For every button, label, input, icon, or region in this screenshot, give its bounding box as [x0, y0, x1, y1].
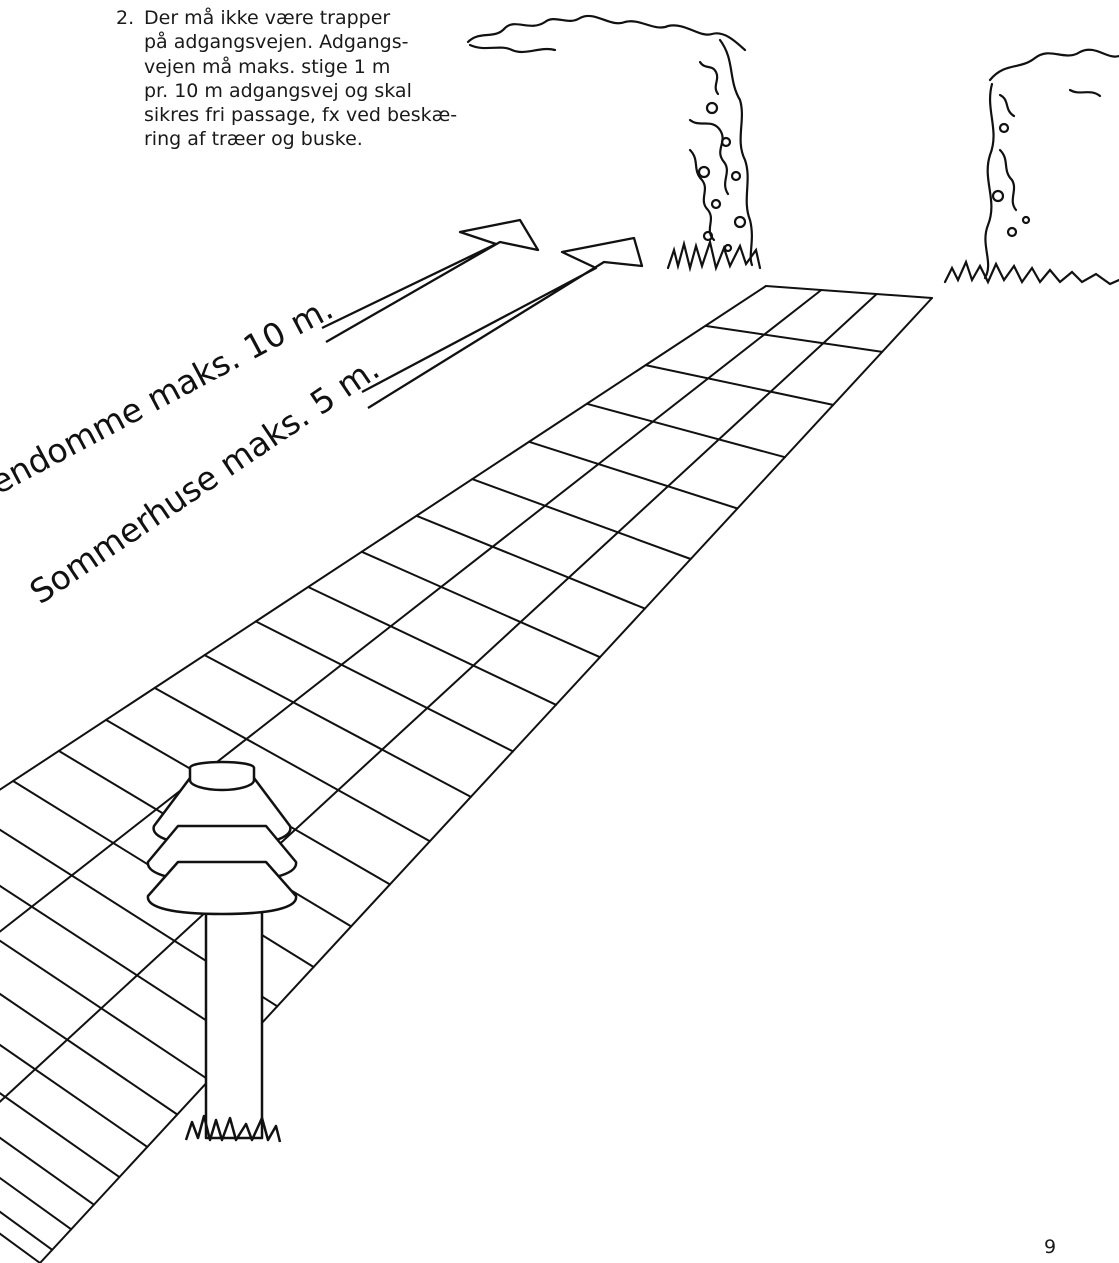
paving-joint-transverse: [646, 365, 834, 405]
paving-joint-transverse: [308, 587, 556, 705]
page-number: 9: [1044, 1236, 1056, 1258]
arrow-5m: [362, 238, 642, 408]
paving-joint-transverse: [472, 479, 691, 559]
paving-edge: [40, 298, 932, 1263]
paving-joint-transverse: [0, 1000, 40, 1263]
paved-path-grid: [0, 286, 932, 1263]
paving-joint-transverse: [0, 890, 177, 1114]
paving-joint-transverse: [0, 975, 71, 1229]
paving-joint-transverse: [766, 286, 932, 298]
label-property-max-10m: endomme maks. 10 m.: [0, 288, 339, 502]
paving-joint-transverse: [0, 914, 147, 1147]
paving-joint-transverse: [705, 326, 882, 352]
bollard-light: [148, 762, 296, 1142]
paving-joint-transverse: [362, 552, 600, 657]
paving-joint-transverse: [256, 621, 513, 751]
hedge-left: [468, 16, 760, 268]
hedge-right: [945, 50, 1119, 284]
